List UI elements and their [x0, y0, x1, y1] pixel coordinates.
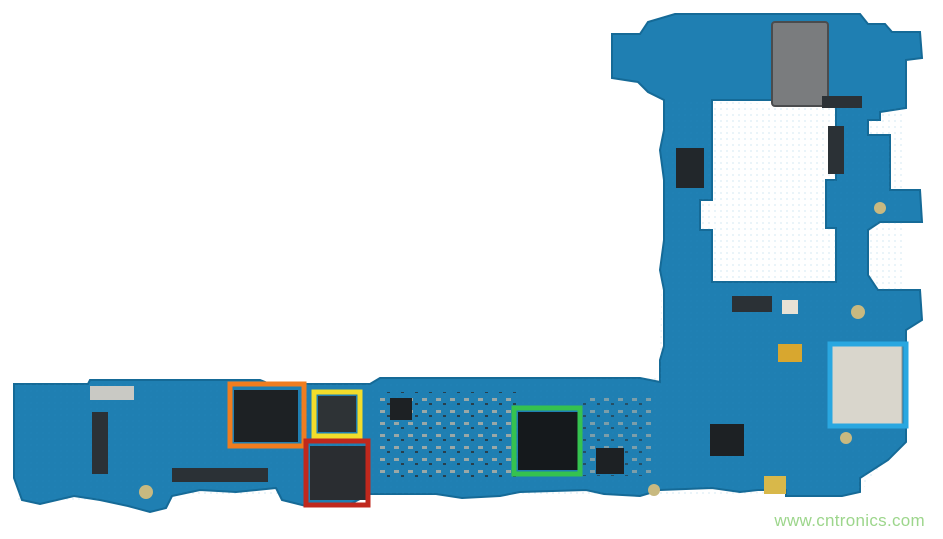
pad	[90, 386, 134, 400]
chip	[710, 424, 744, 456]
chip	[518, 412, 578, 470]
chip	[676, 148, 704, 188]
chip	[318, 396, 356, 432]
camera-bracket	[771, 21, 829, 107]
shield-can	[831, 345, 903, 425]
chip	[390, 398, 412, 420]
chip	[310, 446, 366, 500]
green-highlight	[511, 405, 583, 477]
yellow-highlight	[311, 389, 363, 439]
pad	[764, 476, 786, 494]
orange-highlight	[227, 381, 307, 449]
connector	[822, 96, 862, 108]
screw-hole	[139, 485, 153, 499]
connector	[172, 468, 268, 482]
pad	[778, 344, 802, 362]
chip	[596, 448, 624, 474]
connector	[828, 126, 844, 174]
screw-hole	[851, 305, 865, 319]
screw-hole	[840, 432, 852, 444]
screw-hole	[874, 202, 886, 214]
connector	[732, 296, 772, 312]
red-highlight	[303, 438, 371, 508]
blue-highlight	[827, 341, 909, 429]
watermark-text: www.cntronics.com	[774, 511, 925, 530]
pad	[782, 300, 798, 314]
connector	[92, 412, 108, 474]
screw-hole	[648, 484, 660, 496]
chip	[234, 390, 298, 442]
